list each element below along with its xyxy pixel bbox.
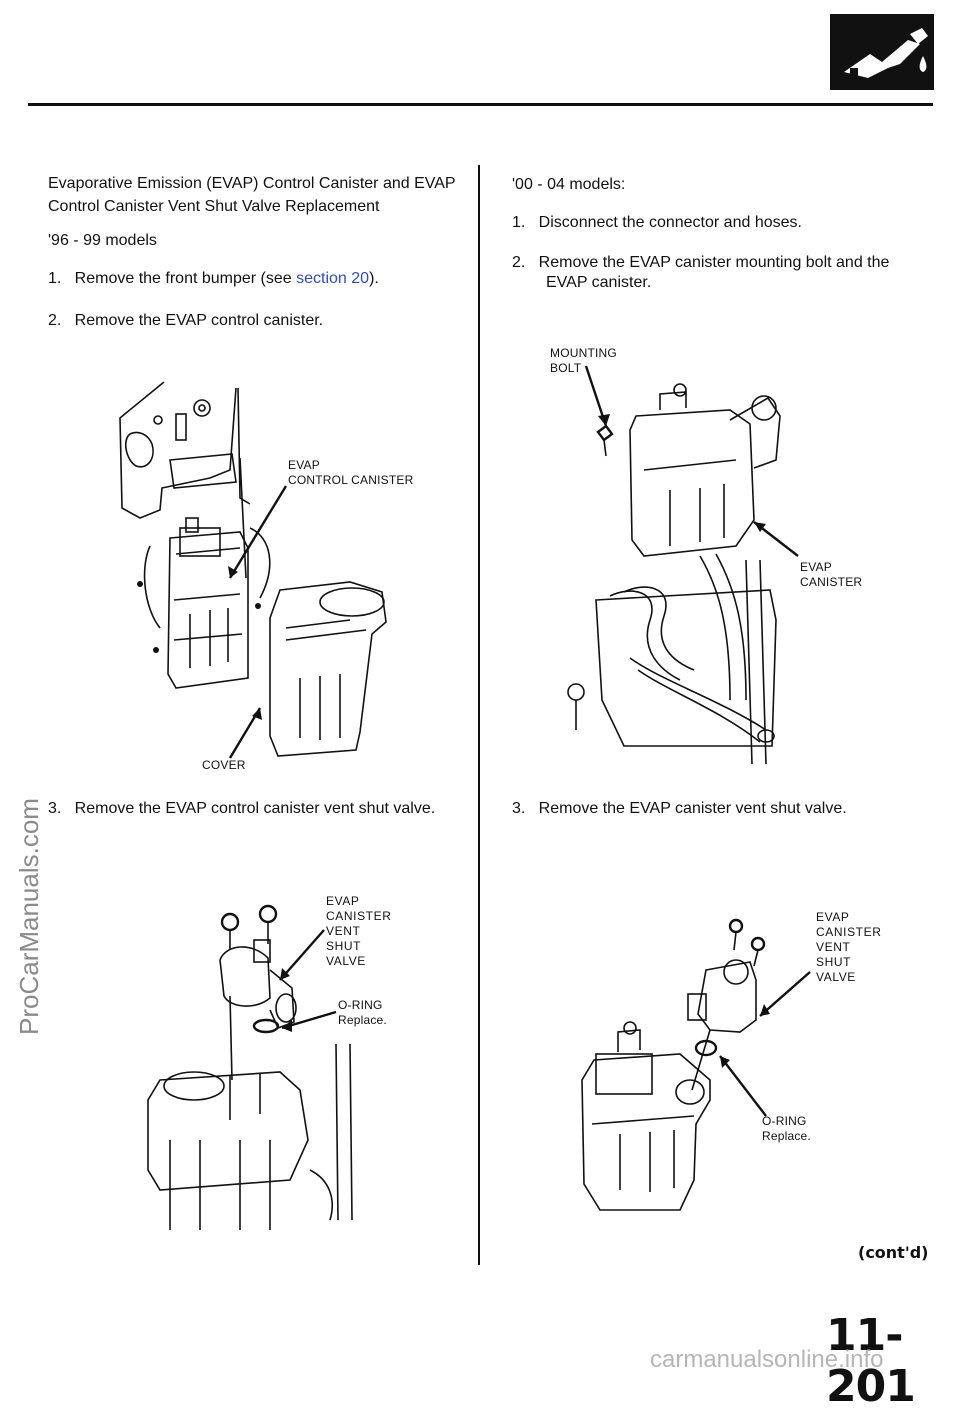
label-line: O-RING — [338, 998, 383, 1012]
heading-line-1: Evaporative Emission (EVAP) Control Cani… — [48, 175, 456, 192]
label-o-ring-right: O-RING Replace. — [762, 1114, 811, 1144]
label-line: EVAP — [326, 894, 360, 908]
fuel-nozzle-icon — [830, 14, 934, 90]
label-line: O-RING — [762, 1114, 807, 1128]
label-line: EVAP — [800, 560, 832, 574]
label-line: VALVE — [326, 954, 366, 968]
label-line: VENT — [326, 924, 361, 938]
label-line: CANISTER — [800, 575, 863, 589]
right-step-1: 1. Disconnect the connector and hoses. — [512, 214, 802, 231]
header-rule — [28, 103, 933, 106]
label-evap-canister-vent-shut-valve-right: EVAP CANISTER VENT SHUT VALVE — [816, 910, 881, 985]
left-step-2: 2. Remove the EVAP control canister. — [48, 312, 324, 329]
left-step-1-text: 1. Remove the front bumper (see — [48, 270, 297, 287]
evap-control-canister-diagram — [119, 381, 387, 759]
left-step-1-suffix: ). — [369, 270, 379, 287]
label-line: VALVE — [816, 970, 856, 984]
label-line: CANISTER — [816, 925, 882, 939]
vent-shut-valve-diagram-right — [581, 918, 811, 1211]
right-step-2: 2. Remove the EVAP canister mounting bol… — [512, 254, 890, 271]
right-step-3: 3. Remove the EVAP canister vent shut va… — [512, 800, 847, 817]
left-step-1: 1. Remove the front bumper (see section … — [48, 268, 379, 290]
label-line: Replace. — [762, 1129, 811, 1143]
vent-shut-valve-diagram-left — [147, 904, 353, 1230]
bottom-watermark: carmanualsonline.info — [650, 1346, 884, 1373]
right-models-title: '00 - 04 models: — [512, 176, 626, 193]
label-line: BOLT — [550, 361, 582, 375]
label-mounting-bolt: MOUNTING BOLT — [550, 346, 617, 376]
label-evap-canister-vent-shut-valve-left: EVAP CANISTER VENT SHUT VALVE — [326, 894, 391, 969]
label-line: SHUT — [816, 955, 852, 969]
label-line: EVAP — [816, 910, 850, 924]
label-evap-control-canister: EVAP CONTROL CANISTER — [288, 458, 413, 488]
left-models-title: '96 - 99 models — [48, 232, 157, 249]
right-step-2-continued: EVAP canister. — [546, 274, 652, 291]
left-step-3: 3. Remove the EVAP control canister vent… — [48, 800, 436, 817]
side-watermark: ProCarManuals.com — [14, 798, 44, 1035]
label-evap-canister: EVAP CANISTER — [800, 560, 862, 590]
label-line: SHUT — [326, 939, 362, 953]
label-line: CONTROL CANISTER — [288, 473, 414, 487]
label-cover: COVER — [202, 758, 246, 772]
label-line: MOUNTING — [550, 346, 617, 360]
label-line: Replace. — [338, 1013, 387, 1027]
heading-line-2: Control Canister Vent Shut Valve Replace… — [48, 198, 380, 215]
evap-canister-diagram — [567, 365, 799, 765]
column-divider — [478, 165, 480, 1265]
label-line: CANISTER — [326, 909, 392, 923]
section-20-link[interactable]: section 20 — [296, 270, 370, 287]
label-line: EVAP — [288, 458, 320, 472]
label-line: VENT — [816, 940, 851, 954]
continued-label: (cont'd) — [858, 1243, 929, 1262]
section-heading: Evaporative Emission (EVAP) Control Cani… — [48, 172, 468, 218]
label-o-ring-left: O-RING Replace. — [338, 998, 387, 1028]
